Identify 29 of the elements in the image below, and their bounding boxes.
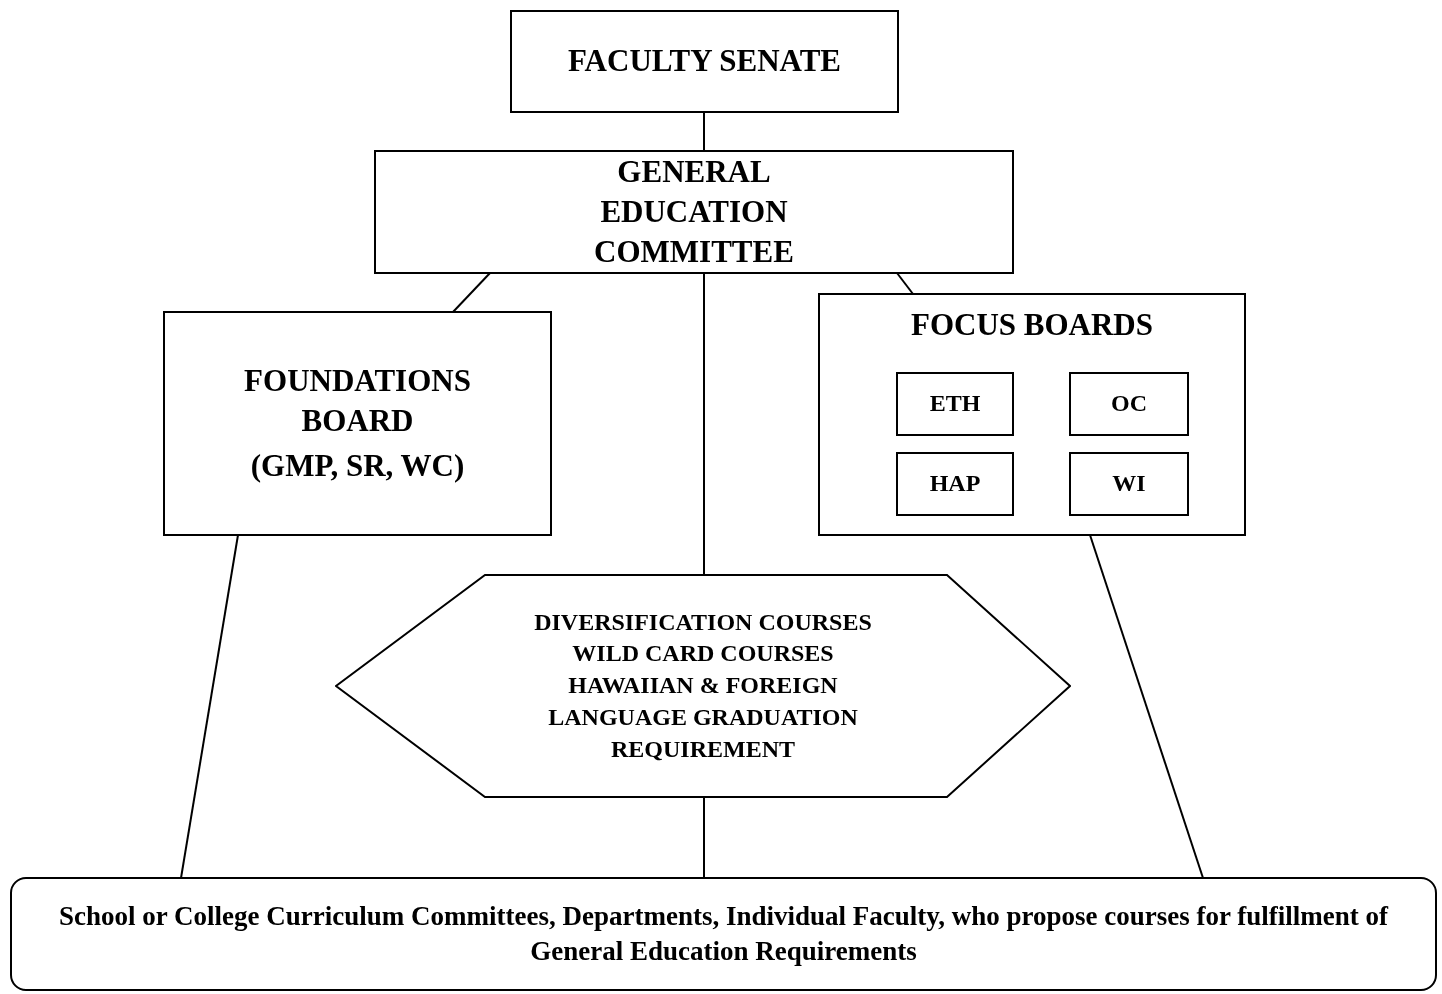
connector-line [896, 272, 914, 295]
node-label: (GMP, SR, WC) [250, 446, 465, 485]
node-label: School or College Curriculum Committees, Departments, Individual Faculty, who propose courses for fulfillment of General Education Requirements [58, 899, 1390, 968]
node-label: DIVERSIFICATION COURSES [534, 607, 872, 637]
box [896, 372, 1014, 436]
box [896, 452, 1014, 516]
node-label: ETH [929, 389, 981, 419]
connector-line [180, 534, 239, 879]
rounded-box [10, 877, 1437, 991]
node-label: HAWAIIAN & FOREIGN LANGUAGE GRADUATION REQUIREMENT [547, 671, 859, 764]
connector-line [1089, 534, 1204, 879]
box [163, 311, 552, 536]
connector-line [452, 272, 491, 313]
node-label: WILD CARD COURSES [572, 639, 834, 669]
box [1069, 452, 1189, 516]
node-label: FOCUS BOARDS [911, 306, 1153, 344]
connector-line [703, 796, 705, 879]
node-label: FOUNDATIONS BOARD [243, 362, 472, 441]
box [818, 293, 1246, 536]
node-label: OC [1111, 389, 1147, 419]
box [374, 150, 1014, 274]
node-label: FACULTY SENATE [567, 42, 841, 81]
connector-line [703, 111, 705, 152]
box [1069, 372, 1189, 436]
node-label: HAP [929, 469, 981, 499]
box [510, 10, 899, 113]
node-label: WI [1112, 469, 1146, 499]
connector-line [703, 272, 705, 576]
node-label: GENERAL EDUCATION COMMITTEE [593, 152, 795, 272]
